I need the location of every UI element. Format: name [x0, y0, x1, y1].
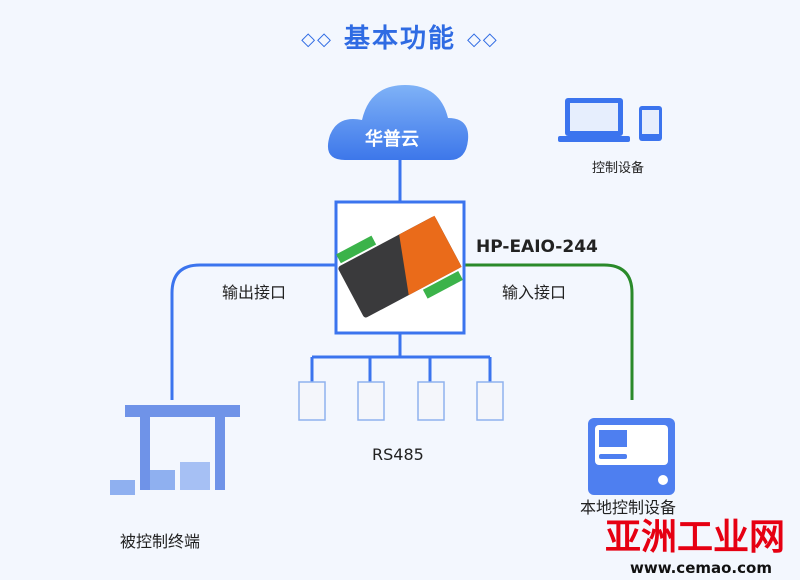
server-icons — [298, 381, 504, 421]
input-interface-label: 输入接口 — [502, 283, 567, 302]
output-line — [170, 263, 336, 400]
gateway-device-image — [336, 215, 463, 318]
page-title: ◇◇ 基本功能 ◇◇ — [301, 24, 499, 54]
terminal-label: 被控制终端 — [120, 532, 201, 551]
gateway-model-label: HP-EAIO-244 — [476, 237, 598, 257]
laptop-icon — [558, 98, 630, 142]
output-interface-label: 输出接口 — [222, 283, 287, 302]
watermark-logo: 亚洲工业网 — [605, 517, 786, 558]
input-line — [464, 263, 634, 400]
cloud-icon — [327, 85, 469, 160]
local-device-label: 本地控制设备 — [580, 498, 677, 517]
watermark-url: www.cemao.com — [630, 559, 772, 577]
rs485-bus — [310, 333, 492, 382]
control-device-label: 控制设备 — [592, 161, 645, 176]
crane-terminal-icon — [110, 405, 240, 495]
phone-icon — [639, 106, 662, 141]
rs485-label: RS485 — [372, 445, 424, 464]
cloud-label: 华普云 — [365, 129, 419, 150]
local-control-device-icon — [588, 418, 675, 495]
